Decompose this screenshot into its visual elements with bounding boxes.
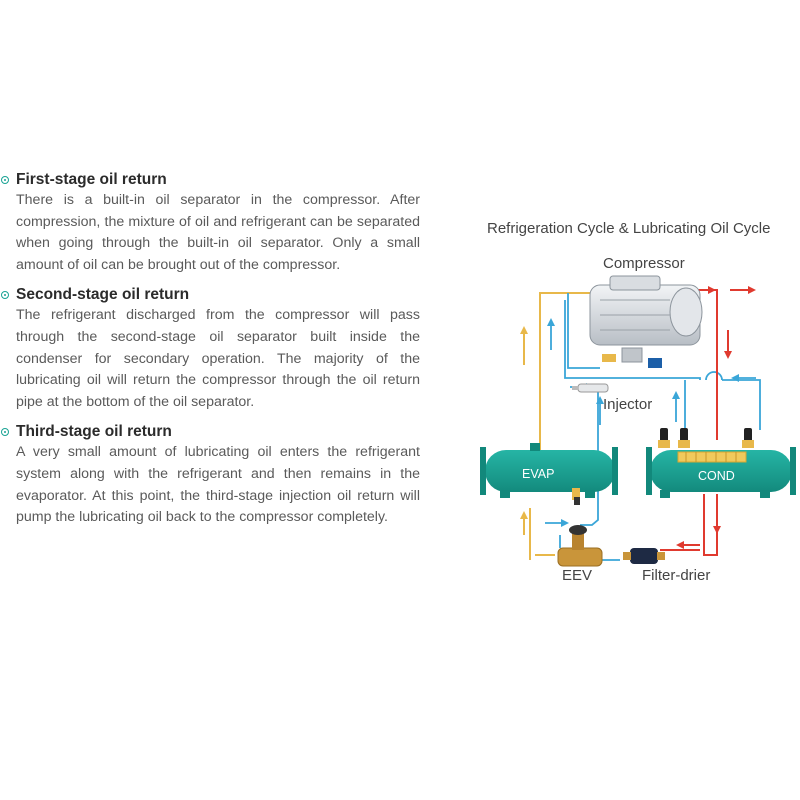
bullet-icon [1, 176, 9, 184]
hot-refrigerant-lines [660, 286, 756, 556]
cond-label: COND [698, 469, 735, 483]
filter-drier-icon [623, 548, 665, 564]
refrigeration-cycle-diagram: Refrigeration Cycle & Lubricating Oil Cy… [430, 200, 800, 600]
section-title: Third-stage oil return [16, 423, 172, 441]
eev-label: EEV [562, 567, 592, 584]
section-body: The refrigerant discharged from the comp… [16, 307, 420, 410]
section-body: There is a built-in oil separator in the… [16, 192, 420, 273]
evap-label: EVAP [522, 467, 554, 481]
oil-return-sections: First-stage oil return There is a built-… [0, 170, 430, 538]
bullet-icon [1, 428, 9, 437]
section-first-stage: First-stage oil return There is a built-… [0, 170, 430, 276]
section-title: Second-stage oil return [16, 286, 190, 304]
injector-icon [572, 383, 609, 393]
injector-label: Injector [603, 396, 652, 413]
section-title: First-stage oil return [16, 171, 167, 188]
compressor-label: Compressor [603, 255, 685, 272]
evaporator-vessel: EVAP [480, 443, 618, 498]
filter-drier-label: Filter-drier [642, 567, 710, 584]
compressor-icon [589, 275, 703, 368]
condenser-vessel: COND [646, 447, 796, 498]
bullet-icon [1, 291, 9, 300]
eev-valve-icon [557, 525, 603, 567]
service-valve-icons [572, 428, 754, 505]
section-third-stage: Third-stage oil return A very small amou… [0, 422, 430, 528]
diagram-title: Refrigeration Cycle & Lubricating Oil Cy… [487, 220, 770, 237]
section-second-stage: Second-stage oil return The refrigerant … [0, 285, 430, 413]
cold-lines [545, 293, 761, 561]
section-body: A very small amount of lubricating oil e… [16, 444, 420, 526]
cycle-svg: Refrigeration Cycle & Lubricating Oil Cy… [480, 220, 796, 584]
